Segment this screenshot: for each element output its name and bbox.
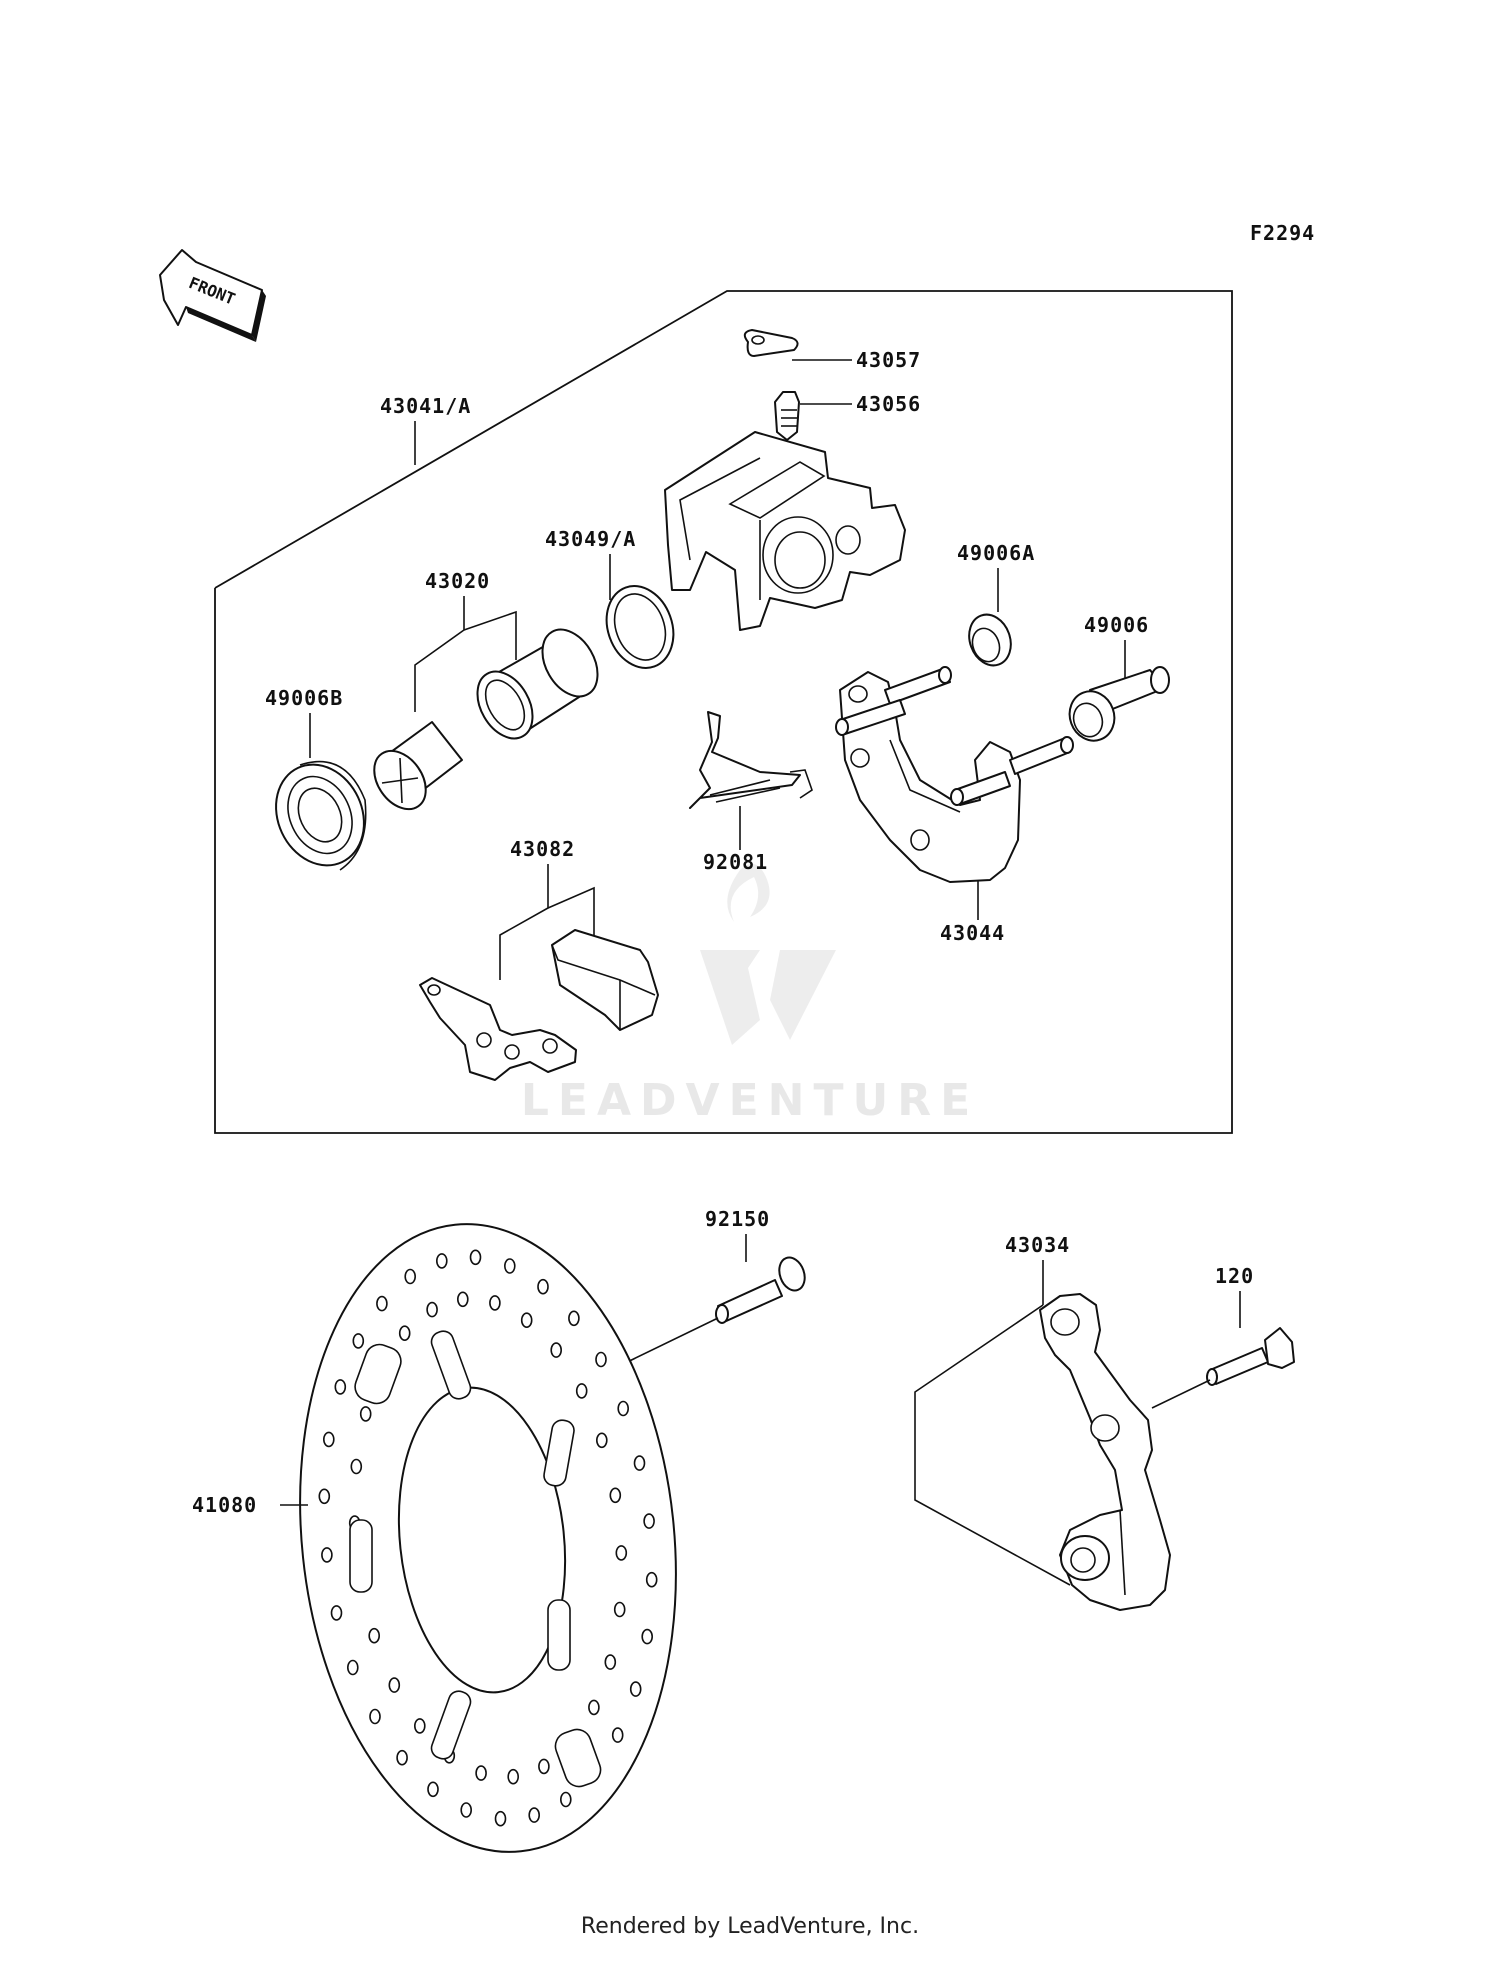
disc-hole	[456, 1291, 469, 1308]
disc-hole	[507, 1768, 520, 1785]
disc-hole	[398, 1325, 411, 1341]
brake-pad-outer	[419, 977, 577, 1081]
disc-hole	[645, 1571, 658, 1588]
disc-hole	[475, 1765, 487, 1781]
leadventure-watermark: LEADVENTURE	[521, 863, 979, 1126]
disc-hole	[538, 1758, 550, 1775]
watermark-text: LEADVENTURE	[521, 1075, 979, 1126]
part-label-92081: 92081	[703, 850, 768, 874]
disc-hole	[643, 1513, 655, 1529]
disc-hole	[613, 1601, 626, 1618]
disc-hole	[494, 1810, 507, 1827]
brake-pad-inner	[551, 929, 659, 1031]
caliper-assembly-frame	[214, 290, 1233, 1134]
part-label-43082: 43082	[510, 837, 575, 861]
disc-hole	[350, 1458, 363, 1475]
part-label-120: 120	[1215, 1264, 1254, 1288]
part-label-43057: 43057	[856, 348, 921, 372]
disc-hole	[559, 1791, 572, 1808]
disc-hole	[604, 1654, 617, 1670]
disc-hole	[330, 1605, 343, 1621]
bracket-group-outline	[914, 1304, 1071, 1586]
disc-hole	[503, 1258, 516, 1274]
disc-hole	[588, 1699, 600, 1716]
bleeder-valve	[774, 391, 800, 441]
disc-hole	[609, 1487, 622, 1504]
figure-code: F2294	[1250, 221, 1315, 245]
disc-hole	[629, 1681, 642, 1697]
disc-hole	[617, 1400, 630, 1417]
disc-hole	[426, 1301, 438, 1318]
part-label-49006A: 49006A	[957, 541, 1035, 565]
piston-seal-ring	[605, 585, 675, 669]
disc-hole	[550, 1342, 563, 1358]
disc-hole	[537, 1278, 549, 1295]
footer-credit: Rendered by LeadVenture, Inc.	[580, 1914, 920, 1939]
disc-hole	[641, 1628, 654, 1645]
disc-hole	[404, 1268, 417, 1285]
disc-slots	[349, 1330, 602, 1788]
disc-hole	[520, 1312, 533, 1328]
disc-hole	[633, 1455, 646, 1471]
part-label-43034: 43034	[1005, 1233, 1070, 1257]
piston-insulator	[373, 721, 463, 811]
disc-hole	[575, 1383, 588, 1399]
disc-hole	[334, 1379, 347, 1395]
disc-hole	[352, 1333, 365, 1349]
pin-boot-small	[968, 613, 1012, 667]
disc-hole	[359, 1406, 372, 1422]
pad-spring	[689, 711, 813, 809]
disc-mounting-bolt	[715, 1256, 806, 1324]
disc-hole	[595, 1432, 608, 1449]
part-label-92150: 92150	[705, 1207, 770, 1231]
part-label-49006: 49006	[1084, 613, 1149, 637]
disc-hole	[611, 1727, 624, 1743]
brake-disc	[299, 1223, 677, 1853]
caliper-body	[664, 431, 906, 631]
disc-hole	[413, 1718, 426, 1734]
disc-hole	[489, 1295, 501, 1311]
caliper-holder-bracket	[835, 666, 1074, 883]
disc-hole	[427, 1781, 439, 1798]
disc-hole	[435, 1253, 448, 1269]
disc-hole	[346, 1659, 359, 1676]
dust-boot	[275, 760, 367, 871]
bleeder-cap	[743, 329, 799, 357]
disc-hole	[369, 1708, 381, 1725]
torque-bracket	[1039, 1293, 1171, 1611]
part-label-49006B: 49006B	[265, 686, 343, 710]
part-label-43020: 43020	[425, 569, 490, 593]
disc-hole	[388, 1677, 401, 1693]
disc-hole	[376, 1295, 388, 1312]
disc-hole	[528, 1807, 541, 1823]
disc-hole	[318, 1488, 331, 1505]
disc-hole	[615, 1545, 628, 1561]
pin-boot	[1068, 666, 1170, 742]
disc-hole	[460, 1802, 473, 1818]
disc-hole	[321, 1547, 333, 1563]
part-label-43041: 43041/A	[380, 394, 471, 418]
part-label-43044: 43044	[940, 921, 1005, 945]
piston	[476, 628, 599, 740]
disc-hole	[595, 1351, 607, 1368]
part-label-43056: 43056	[856, 392, 921, 416]
part-label-43049: 43049/A	[545, 527, 636, 551]
bracket-bolt	[1206, 1327, 1295, 1386]
disc-hole	[568, 1310, 580, 1327]
disc-hole	[469, 1249, 482, 1266]
disc-hole	[368, 1627, 381, 1644]
front-arrow-icon: FRONT	[159, 249, 266, 342]
disc-hole	[322, 1431, 335, 1448]
part-label-41080: 41080	[192, 1493, 257, 1517]
disc-hole	[396, 1749, 408, 1766]
